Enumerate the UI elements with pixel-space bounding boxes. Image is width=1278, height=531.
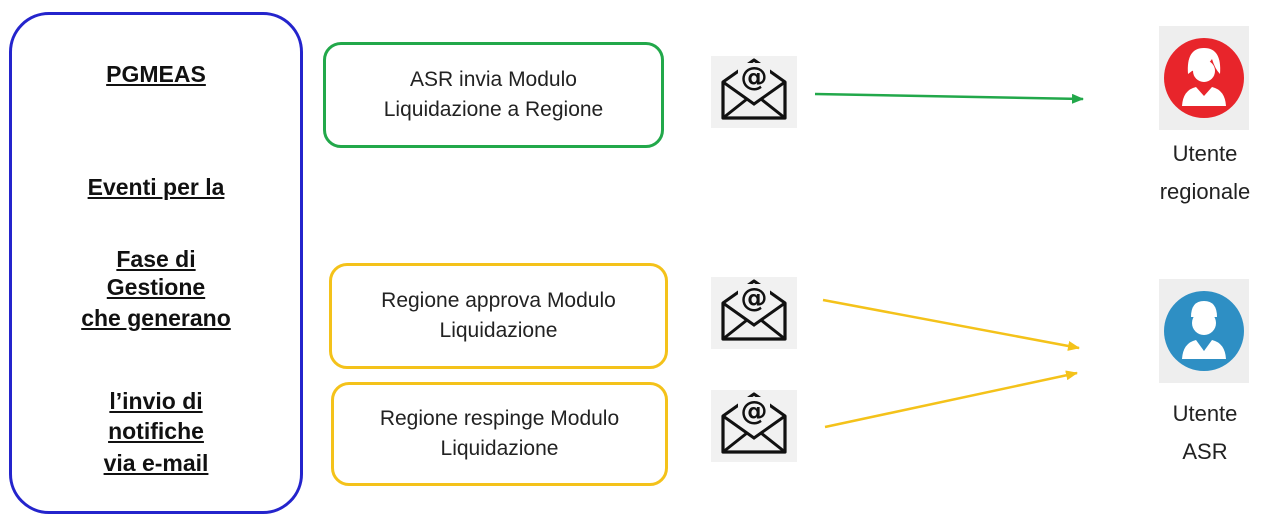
user-male-icon <box>1164 291 1244 371</box>
mail-at-icon: @ <box>711 277 797 349</box>
mail-at-icon: @ <box>711 56 797 128</box>
panel-line: notifiche <box>108 418 204 444</box>
user-regional-label: Utente regionale <box>1159 141 1251 204</box>
user-regional-tile <box>1159 26 1249 130</box>
event-text: Regione approva Modulo <box>381 289 616 312</box>
event-asr-invia: ASR invia Modulo Liquidazione a Regione <box>323 42 664 148</box>
event-text: Regione respinge Modulo <box>379 407 620 430</box>
svg-text:@: @ <box>741 283 768 314</box>
event-regione-approva: Regione approva Modulo Liquidazione <box>329 263 668 369</box>
left-panel: PGMEAS Eventi per la Fase di Gestione ch… <box>9 12 303 514</box>
arrow-green <box>814 92 1084 104</box>
event-text: Liquidazione <box>440 437 559 460</box>
event-text: Liquidazione <box>439 319 558 342</box>
panel-line: via e-mail <box>103 450 209 476</box>
panel-line: Gestione <box>106 274 206 300</box>
arrow-yellow-respinge <box>824 370 1078 429</box>
panel-line: Eventi per la <box>87 174 225 200</box>
svg-text:@: @ <box>741 62 768 93</box>
event-text: ASR invia Modulo <box>410 68 577 91</box>
event-text: Liquidazione a Regione <box>383 98 604 121</box>
panel-line: l’invio di <box>109 388 203 414</box>
svg-text:@: @ <box>741 396 768 427</box>
event-regione-respinge: Regione respinge Modulo Liquidazione <box>331 382 668 486</box>
panel-line: Fase di <box>116 246 196 272</box>
user-asr-label: Utente ASR <box>1172 401 1238 464</box>
user-female-icon <box>1164 38 1244 118</box>
user-asr-tile <box>1159 279 1249 383</box>
arrow-yellow-approva <box>822 298 1080 351</box>
panel-title: PGMEAS <box>106 61 206 87</box>
panel-line: che generano <box>81 305 231 331</box>
mail-at-icon: @ <box>711 390 797 462</box>
